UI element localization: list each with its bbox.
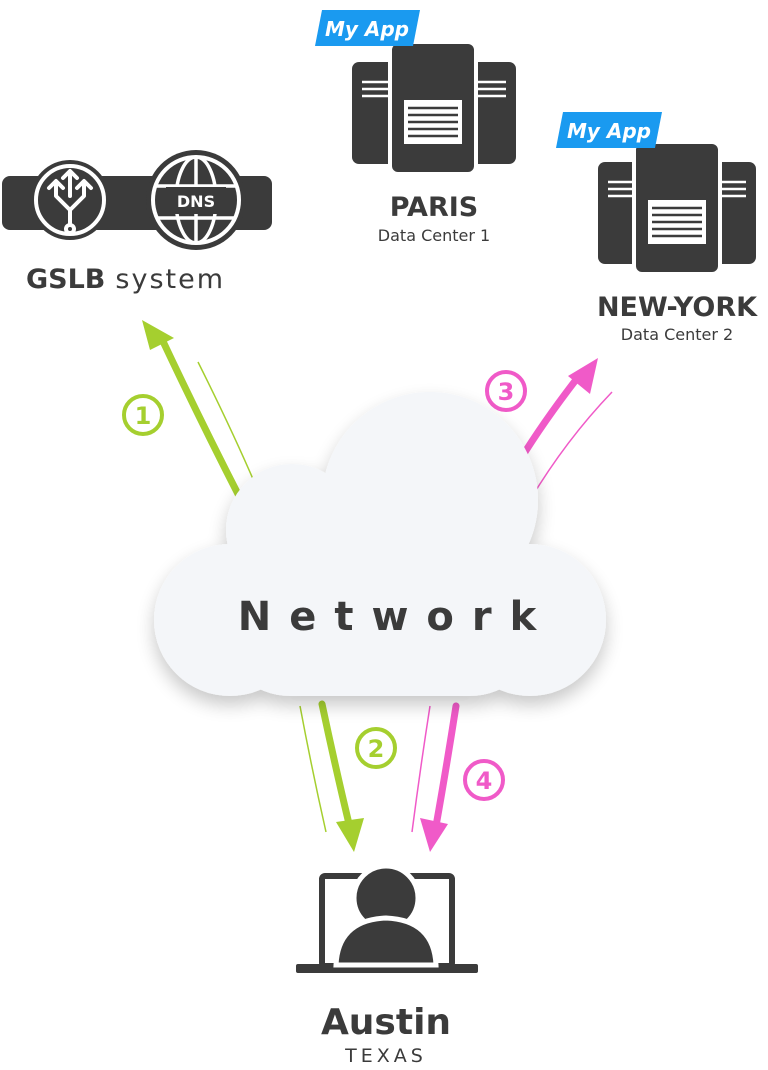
badge-label: My App [325,17,409,41]
gslb-title-light: system [115,264,225,295]
gslb-system: DNS GSLB system [2,150,272,295]
step-number: 2 [368,735,385,763]
gslb-title: GSLB system [26,264,225,295]
badge-my-app-newyork: My App [556,112,662,148]
datacenter-city: NEW-YORK [597,292,758,323]
arrow-step-4 [411,702,460,852]
arrow-step-1 [142,320,257,502]
user-laptop-icon [296,863,478,973]
badge-label: My App [567,119,651,143]
step-number: 4 [476,767,493,795]
datacenter-subtitle: Data Center 1 [378,226,490,245]
user-state: TEXAS [344,1045,427,1067]
user-city: Austin [321,1002,451,1043]
load-balancer-icon [30,160,110,240]
arrow-step-2 [299,700,364,852]
step-badge-4: 4 [463,759,505,801]
step-number: 1 [135,402,152,430]
step-badge-1: 1 [122,394,164,436]
datacenter-city: PARIS [390,192,479,223]
gslb-title-bold: GSLB [26,264,105,295]
badge-my-app-paris: My App [315,10,420,46]
server-icon [598,140,756,276]
dns-globe-icon: DNS [146,150,246,250]
cloud-icon [154,392,606,696]
datacenter-paris: My App PARIS Data Center 1 [315,10,516,245]
step-badge-3: 3 [485,370,527,412]
step-badge-2: 2 [355,727,397,769]
datacenter-newyork: My App NEW-YORK Data Center 2 [556,112,758,344]
dns-label: DNS [177,192,215,211]
server-icon [352,40,516,176]
step-number: 3 [498,378,515,406]
datacenter-subtitle: Data Center 2 [621,325,733,344]
network-label: Network [238,594,555,640]
